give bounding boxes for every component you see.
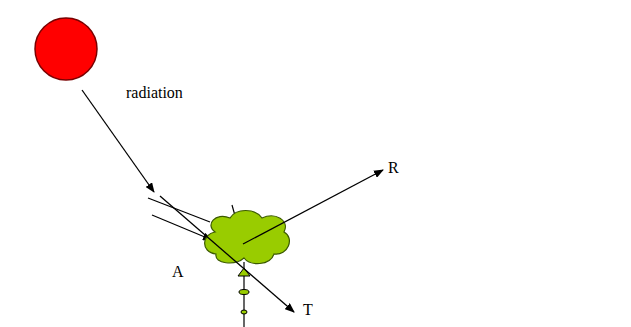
transmission-label: T	[303, 302, 313, 318]
sun-symbol	[35, 18, 97, 80]
transmitted-arrow	[160, 196, 294, 312]
process-label: radiation	[126, 85, 183, 101]
absorption-label: A	[172, 264, 184, 280]
radiation-arrow	[82, 90, 154, 192]
reflection-label: R	[388, 160, 399, 176]
leaf-symbol	[205, 211, 290, 264]
stem-node	[241, 310, 247, 314]
stem-node	[239, 290, 249, 295]
reflected-arrow	[243, 170, 383, 244]
incoming-ray	[148, 198, 210, 222]
absorbed-arrow	[152, 215, 212, 240]
